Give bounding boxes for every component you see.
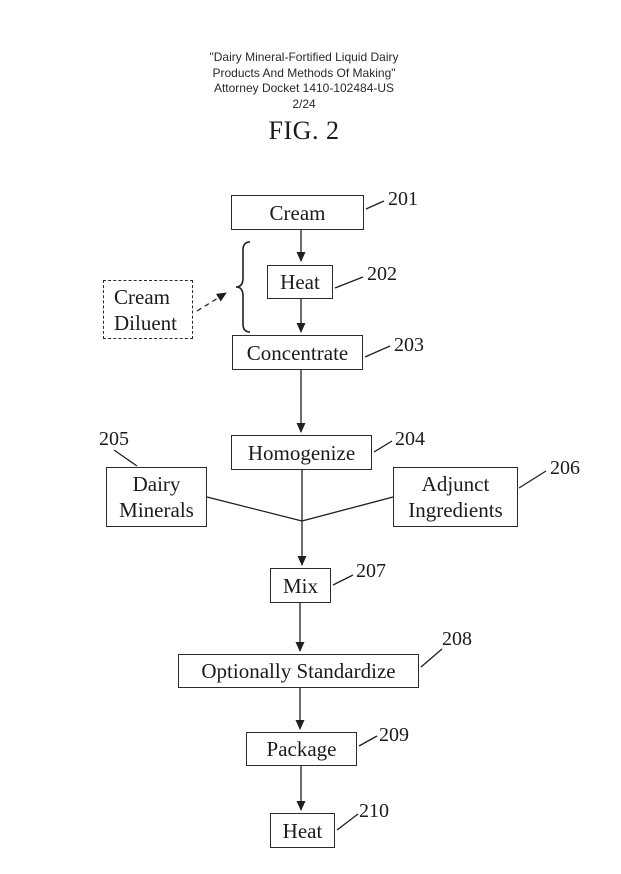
sheet-number: 2/24 <box>292 96 316 111</box>
leader-205 <box>113 449 138 467</box>
node-concentrate: Concentrate <box>232 335 363 370</box>
node-homogenize: Homogenize <box>231 435 372 470</box>
node-dairy-minerals: Dairy Minerals <box>106 467 207 527</box>
brace-heat-step <box>235 241 251 333</box>
dashed-arrow-cream-diluent <box>196 292 227 312</box>
line-dairy-minerals-join <box>206 496 303 522</box>
doc-title-line2: Products And Methods Of Making" <box>212 65 396 80</box>
doc-title-line1: "Dairy Mineral-Fortified Liquid Dairy <box>209 50 399 64</box>
ref-202: 202 <box>367 263 397 285</box>
ref-206: 206 <box>550 457 580 479</box>
node-cream-diluent: Cream Diluent <box>103 280 193 339</box>
leader-207 <box>332 574 354 586</box>
ref-209: 209 <box>379 724 409 746</box>
leader-209 <box>358 735 378 747</box>
page-header: "Dairy Mineral-Fortified Liquid Dairy Pr… <box>0 50 608 146</box>
ref-203: 203 <box>394 334 424 356</box>
leader-204 <box>373 440 393 453</box>
node-optionally-standardize: Optionally Standardize <box>178 654 419 688</box>
ref-208: 208 <box>442 628 472 650</box>
leader-208 <box>420 648 443 668</box>
node-heat-1: Heat <box>267 265 333 299</box>
line-adjunct-ingredients-join <box>301 496 394 522</box>
leader-203 <box>364 345 391 358</box>
leader-210 <box>336 813 359 831</box>
node-mix: Mix <box>270 568 331 603</box>
figure-label: FIG. 2 <box>268 116 340 145</box>
ref-204: 204 <box>395 428 425 450</box>
leader-206 <box>518 470 547 489</box>
leader-201 <box>365 200 385 210</box>
attorney-docket: Attorney Docket 1410-102484-US <box>213 81 395 95</box>
node-adjunct-ingredients: Adjunct Ingredients <box>393 467 518 527</box>
ref-210: 210 <box>359 800 389 822</box>
node-package: Package <box>246 732 357 766</box>
node-cream: Cream <box>231 195 364 230</box>
ref-205: 205 <box>99 428 129 450</box>
node-heat-2: Heat <box>270 813 335 848</box>
ref-201: 201 <box>388 188 418 210</box>
ref-207: 207 <box>356 560 386 582</box>
leader-202 <box>334 276 364 289</box>
